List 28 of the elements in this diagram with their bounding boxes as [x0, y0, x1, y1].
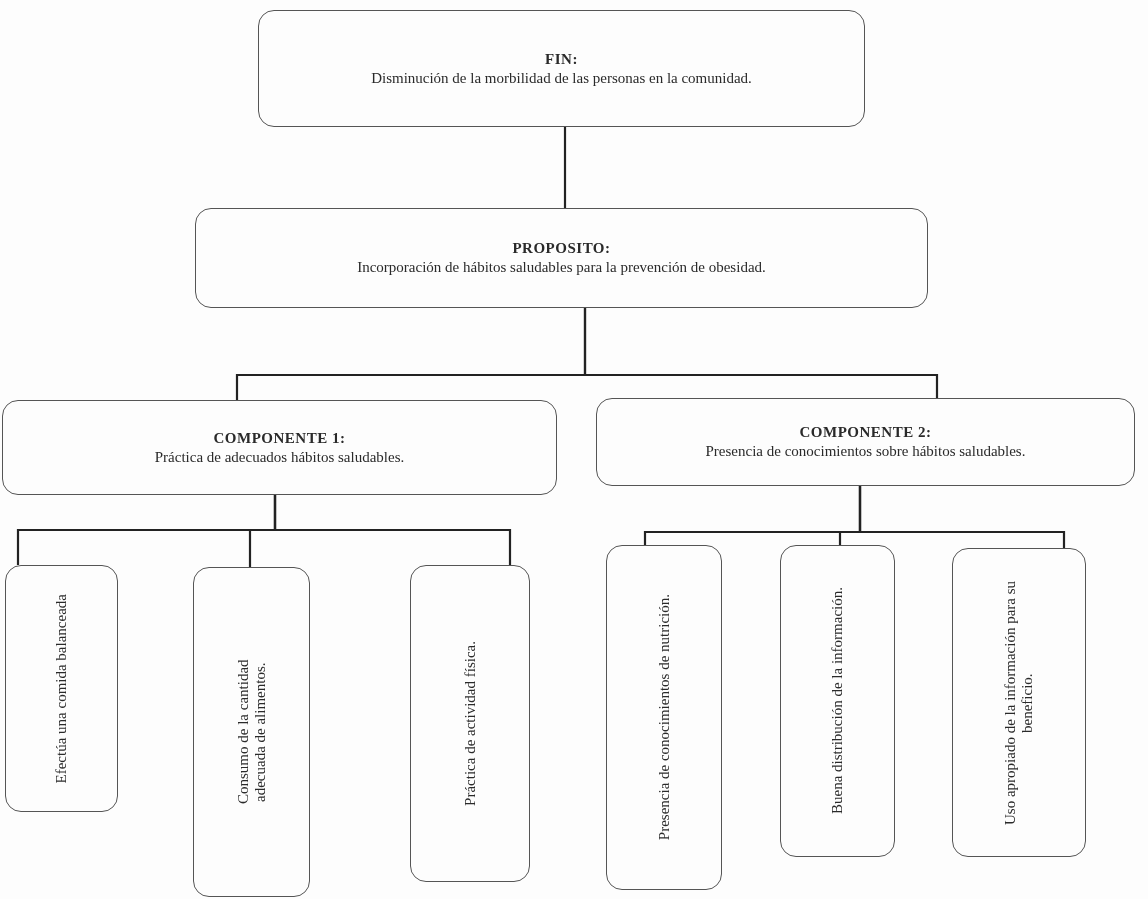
box-text: Uso apropiado de la información para su beneficio.: [1002, 579, 1036, 827]
connector-line: [273, 495, 512, 565]
rounded-box: [596, 398, 1135, 486]
vertical-text-box: [5, 565, 118, 812]
rounded-box: [2, 400, 557, 495]
box-text: Disminución de la morbilidad de las personas en la comunidad.: [371, 69, 752, 87]
box-text: Práctica de adecuados hábitos saludables.: [154, 448, 405, 466]
box-text: Consumo de la cantidad adecuada de alimentos.: [234, 658, 269, 807]
vertical-text-box: [193, 567, 310, 897]
rounded-box: [195, 208, 928, 308]
box-heading: PROPOSITO:: [512, 240, 611, 257]
vertical-text-box: [952, 548, 1086, 857]
box-text: Presencia de conocimientos sobre hábitos saludables.: [705, 443, 1026, 460]
box-heading: COMPONENTE 1:: [213, 429, 346, 447]
connector-line: [858, 486, 1066, 548]
box-text: Efectúa una comida balanceada: [53, 593, 70, 784]
rounded-box: [258, 10, 865, 127]
vertical-text-box: [606, 545, 722, 890]
box-text: Incorporación de hábitos saludables para la prevención de obesidad.: [357, 259, 766, 276]
connector-line: [583, 308, 939, 398]
connector-line: [563, 127, 567, 208]
box-text: Práctica de actividad física.: [461, 641, 479, 806]
vertical-text-box: [780, 545, 895, 857]
box-text: Presencia de conocimientos de nutrición.: [655, 594, 673, 841]
vertical-text-box: [410, 565, 530, 882]
box-text: Buena distribución de la información.: [829, 587, 846, 815]
box-heading: FIN:: [545, 50, 578, 68]
box-heading: COMPONENTE 2:: [799, 424, 932, 441]
